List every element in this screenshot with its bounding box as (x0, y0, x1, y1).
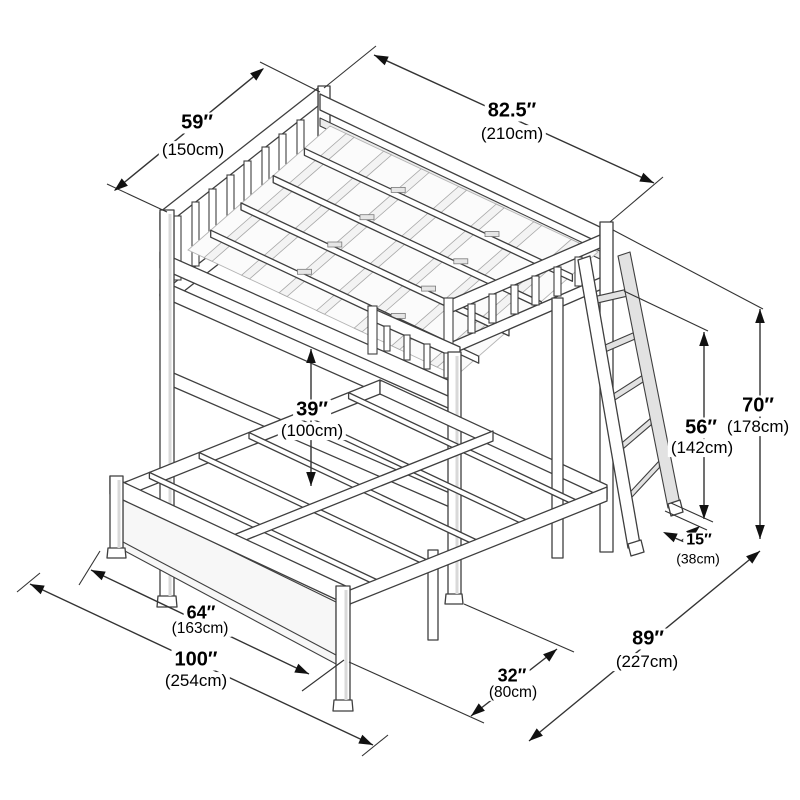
lower-head-post (551, 297, 564, 559)
dim-59-inches: 59″ (178, 112, 216, 134)
dim-32-cm: (80cm) (485, 684, 541, 702)
dim-39-inches: 39″ (293, 399, 331, 421)
dim-15-inches: 15″ (683, 532, 715, 550)
ladder-right-foot (667, 499, 684, 517)
upper-bunk (156, 85, 614, 608)
dim-89-cm: (227cm) (612, 653, 682, 671)
dim-64-inches: 64″ (183, 603, 219, 623)
dim-56-inches: 56″ (682, 417, 720, 439)
footboard (106, 475, 354, 712)
dim-89-inches: 89″ (629, 628, 667, 650)
lower-mid-leg (427, 549, 439, 641)
near-guard-panel (367, 305, 461, 379)
lower-near-rail (344, 486, 608, 607)
dim-70-inches: 70″ (739, 395, 777, 417)
dim-59-cm: (150cm) (158, 141, 228, 159)
dim-100-cm: (254cm) (161, 672, 231, 690)
dim-82-5-inches: 82.5″ (484, 100, 540, 122)
dim-70-cm: (178cm) (723, 418, 793, 436)
dim-100-inches: 100″ (171, 649, 221, 671)
dim-32in (348, 603, 575, 724)
dim-82-5-cm: (210cm) (477, 125, 547, 143)
dim-15in (663, 502, 714, 545)
ladder (577, 251, 684, 557)
ladder-left-foot (627, 539, 645, 557)
dim-39-cm: (100cm) (277, 422, 347, 440)
dim-15-cm: (38cm) (673, 551, 723, 567)
dim-56-cm: (142cm) (667, 439, 737, 457)
upper-front-right-post (444, 351, 464, 605)
dim-32-inches: 32″ (494, 666, 530, 686)
dim-64-cm: (163cm) (168, 620, 232, 638)
lower-bed (106, 297, 608, 712)
